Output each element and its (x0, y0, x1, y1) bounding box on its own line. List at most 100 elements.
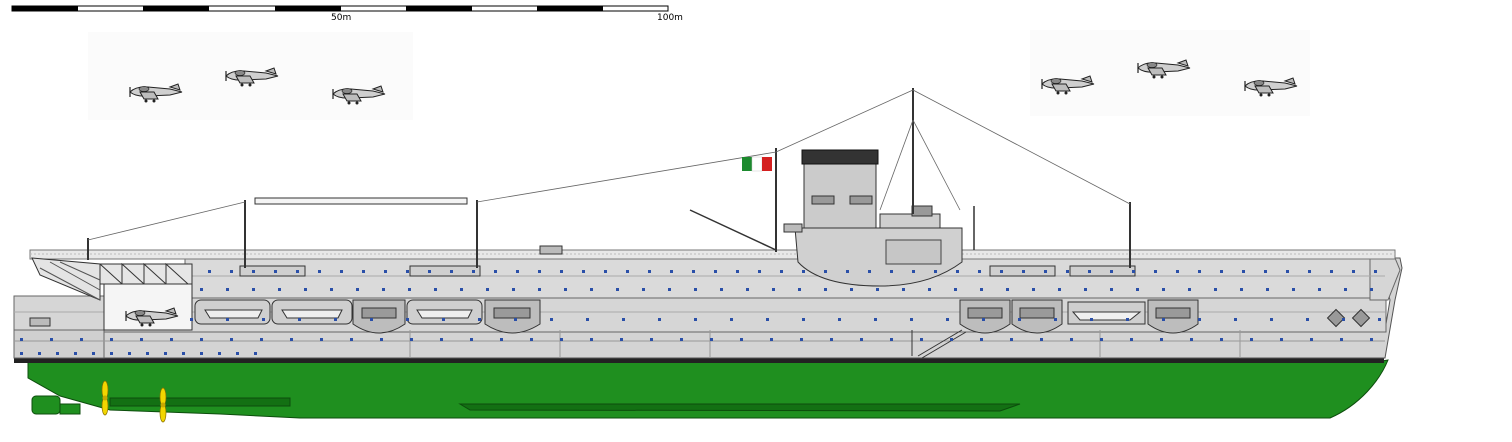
porthole (1286, 270, 1289, 273)
propellers (101, 380, 167, 423)
porthole (564, 288, 567, 291)
porthole (846, 270, 849, 273)
porthole (980, 338, 983, 341)
porthole (262, 318, 265, 321)
porthole (714, 270, 717, 273)
porthole (218, 352, 221, 355)
porthole (512, 288, 515, 291)
porthole (226, 318, 229, 321)
porthole (838, 318, 841, 321)
porthole (320, 338, 323, 341)
porthole (20, 338, 23, 341)
porthole (140, 338, 143, 341)
porthole (50, 338, 53, 341)
porthole (428, 270, 431, 273)
porthole (472, 270, 475, 273)
porthole (450, 270, 453, 273)
aircraft-icon (1137, 59, 1191, 79)
porthole (170, 338, 173, 341)
porthole (1006, 288, 1009, 291)
porthole (470, 338, 473, 341)
porthole (800, 338, 803, 341)
porthole (110, 352, 113, 355)
porthole (890, 270, 893, 273)
porthole (1100, 338, 1103, 341)
porthole (1266, 288, 1269, 291)
porthole (1022, 270, 1025, 273)
porthole (730, 318, 733, 321)
porthole (1032, 288, 1035, 291)
porthole (680, 338, 683, 341)
porthole (830, 338, 833, 341)
porthole (910, 318, 913, 321)
porthole (650, 338, 653, 341)
porthole (252, 270, 255, 273)
porthole (190, 318, 193, 321)
scale-bar (11, 5, 669, 12)
porthole (20, 352, 23, 355)
aircraft-formations (125, 59, 1298, 327)
porthole (1198, 270, 1201, 273)
porthole (1342, 318, 1345, 321)
porthole (92, 352, 95, 355)
porthole (1310, 338, 1313, 341)
porthole (236, 352, 239, 355)
porthole (1132, 270, 1135, 273)
porthole (74, 352, 77, 355)
porthole (226, 288, 229, 291)
porthole (582, 270, 585, 273)
porthole (1374, 270, 1377, 273)
sky-panel-right (1030, 30, 1310, 116)
porthole (1250, 338, 1253, 341)
porthole (642, 288, 645, 291)
porthole (1136, 288, 1139, 291)
porthole (902, 288, 905, 291)
aircraft-icon (225, 67, 279, 87)
porthole (1242, 270, 1245, 273)
porthole (802, 270, 805, 273)
porthole (230, 338, 233, 341)
porthole (982, 318, 985, 321)
porthole (1240, 288, 1243, 291)
porthole (350, 338, 353, 341)
porthole (658, 318, 661, 321)
porthole (890, 338, 893, 341)
porthole (954, 288, 957, 291)
porthole (304, 288, 307, 291)
porthole (146, 352, 149, 355)
porthole (208, 270, 211, 273)
porthole (460, 288, 463, 291)
porthole (772, 288, 775, 291)
porthole (530, 338, 533, 341)
porthole (1378, 318, 1381, 321)
porthole (1054, 318, 1057, 321)
porthole (1162, 318, 1165, 321)
porthole (356, 288, 359, 291)
flight-deck (29, 249, 1396, 260)
porthole (182, 352, 185, 355)
porthole (1306, 318, 1309, 321)
porthole (1280, 338, 1283, 341)
porthole (590, 338, 593, 341)
porthole (380, 338, 383, 341)
aircraft-icon (1041, 75, 1095, 95)
porthole (1000, 270, 1003, 273)
porthole (912, 270, 915, 273)
porthole (694, 318, 697, 321)
porthole (382, 288, 385, 291)
porthole (824, 288, 827, 291)
porthole (274, 270, 277, 273)
porthole (1214, 288, 1217, 291)
scale-label-100m: 100m (657, 13, 683, 23)
porthole (1308, 270, 1311, 273)
porthole (920, 338, 923, 341)
porthole (1370, 288, 1373, 291)
accommodation-ladder (911, 329, 967, 359)
porthole (1018, 318, 1021, 321)
porthole (1220, 270, 1223, 273)
porthole (946, 318, 949, 321)
porthole (318, 270, 321, 273)
porthole (1330, 270, 1333, 273)
